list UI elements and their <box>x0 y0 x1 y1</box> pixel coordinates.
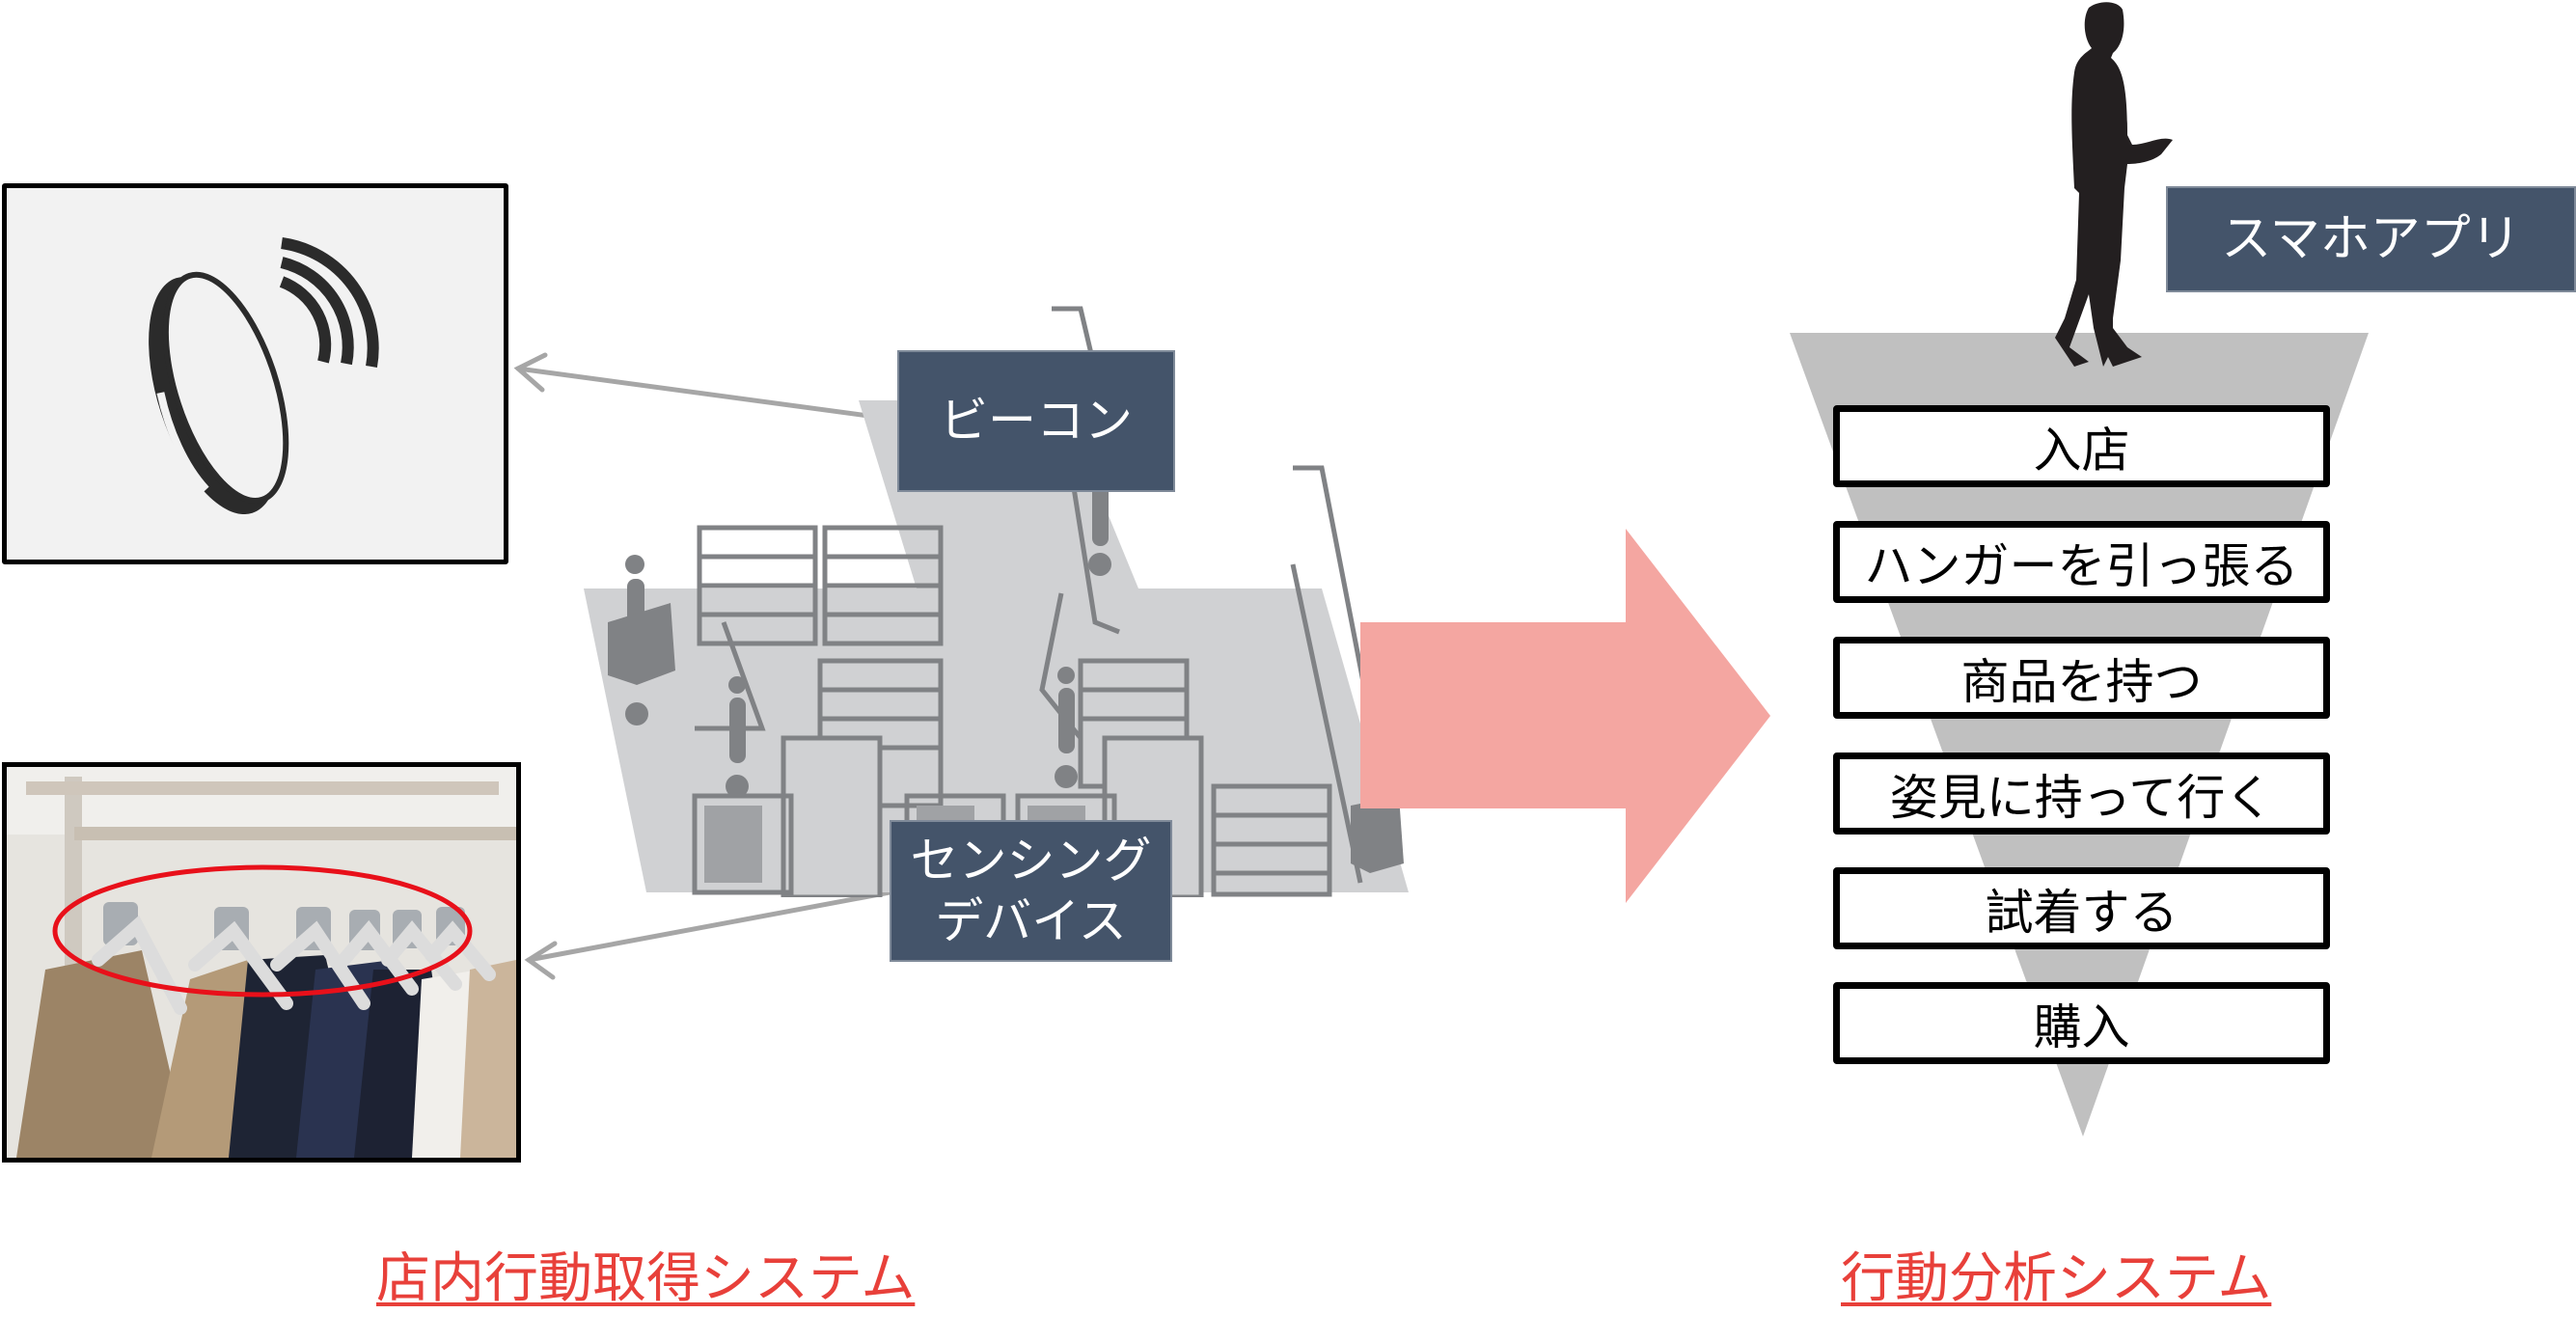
funnel-step: 姿見に持って行く <box>1833 753 2330 835</box>
beacon-signal-icon <box>149 237 379 515</box>
sensing-arrowhead <box>524 941 558 980</box>
clothing-rack-image <box>7 767 516 1158</box>
sensing-device-label: センシング デバイス <box>890 820 1172 962</box>
beacon-arrowhead <box>513 352 548 393</box>
sensing-label-line2: デバイス <box>935 892 1127 949</box>
funnel-step: 商品を持つ <box>1833 637 2330 719</box>
funnel-step-label: ハンガーを引っ張る <box>1864 537 2299 594</box>
funnel-step-label: 入店 <box>2033 422 2130 479</box>
smartphone-app-label-text: スマホアプリ <box>2221 209 2521 268</box>
funnel-step: 試着する <box>1833 867 2330 949</box>
behavior-analysis-system-title[interactable]: 行動分析システム <box>1841 1247 2272 1310</box>
beacon-label: ビーコン <box>897 350 1175 492</box>
funnel-step: 入店 <box>1833 405 2330 487</box>
funnel-step-label: 商品を持つ <box>1960 653 2203 710</box>
flow-arrow-icon <box>1360 529 1770 903</box>
funnel-step: ハンガーを引っ張る <box>1833 521 2330 603</box>
funnel-step-label: 購入 <box>2033 999 2130 1055</box>
walking-person-icon <box>2055 2 2173 367</box>
in-store-behavior-system-title[interactable]: 店内行動取得システム <box>376 1247 916 1310</box>
funnel-step-label: 試着する <box>1985 884 2179 941</box>
beacon-illustration-box <box>2 183 508 564</box>
sensing-connector-line <box>526 889 892 963</box>
hanger-sensor-photo <box>2 762 521 1163</box>
beacon-label-text: ビーコン <box>940 393 1133 450</box>
funnel-step: 購入 <box>1833 982 2330 1064</box>
beacon-connector-line <box>515 366 900 423</box>
smartphone-app-label: スマホアプリ <box>2166 186 2576 292</box>
highlight-ellipse <box>52 864 473 998</box>
funnel-step-label: 姿見に持って行く <box>1889 769 2274 826</box>
store-floor-illustration <box>584 306 1409 897</box>
sensing-label-line1: センシング <box>910 833 1152 889</box>
